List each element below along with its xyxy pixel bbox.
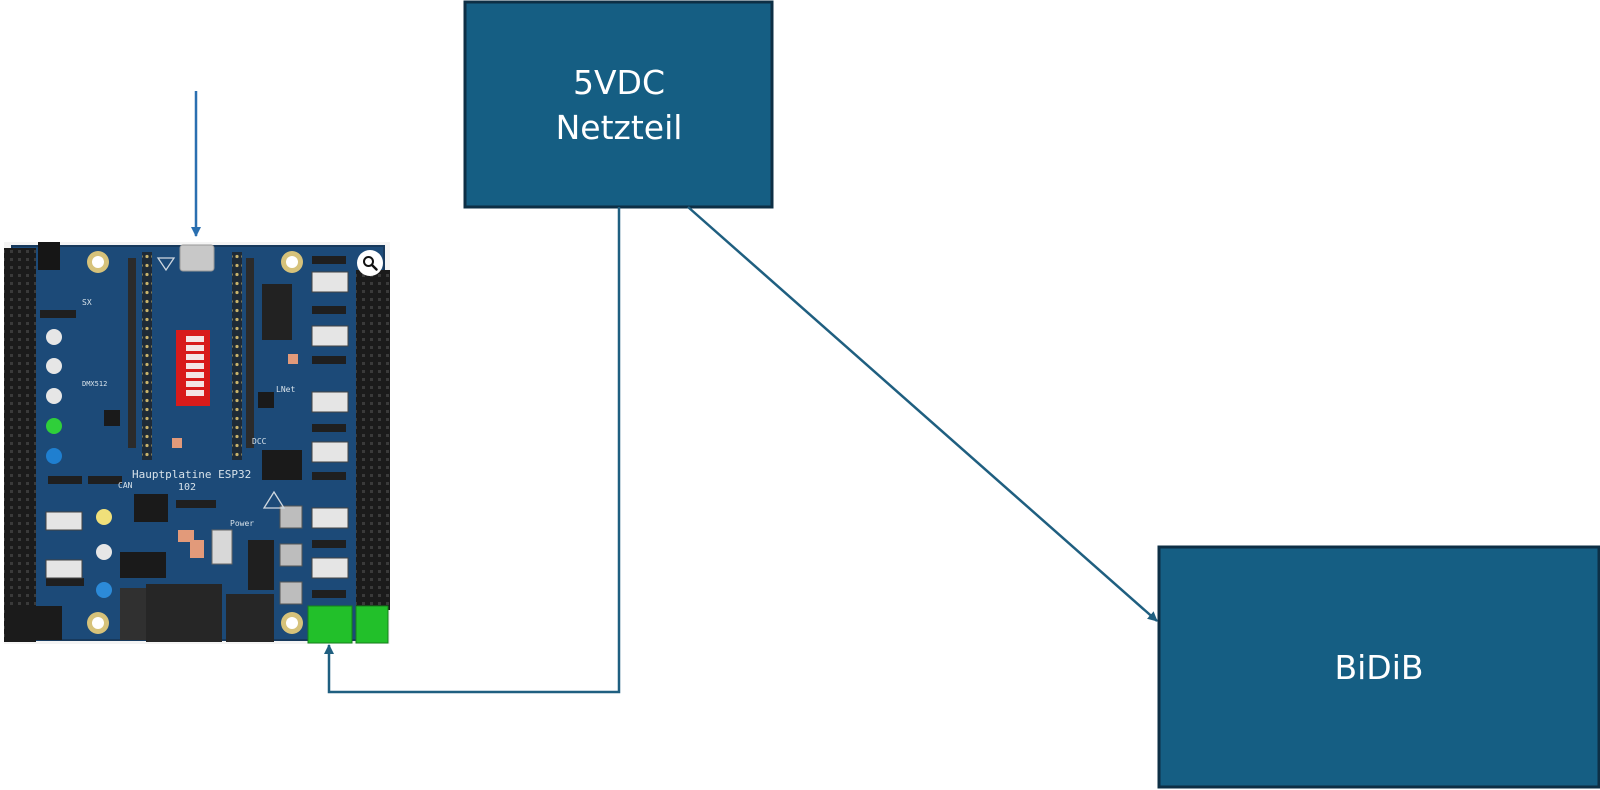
blue-led bbox=[46, 448, 62, 464]
label-can: CAN bbox=[118, 481, 133, 490]
label-dmx: DMX512 bbox=[82, 380, 107, 388]
board-title: Hauptplatine ESP32 bbox=[132, 468, 251, 481]
power-terminal-block bbox=[307, 605, 353, 644]
label-sx: SX bbox=[82, 298, 92, 307]
rj-jack-2 bbox=[226, 594, 274, 642]
magnifier-icon[interactable] bbox=[357, 250, 383, 276]
psu-to-board-connector bbox=[324, 207, 621, 694]
psu-to-bidib-connector bbox=[687, 206, 1158, 622]
usb-connector bbox=[179, 244, 215, 272]
rj-jack-1 bbox=[146, 584, 222, 642]
label-dcc: DCC bbox=[252, 437, 267, 446]
power-supply-box bbox=[463, 0, 774, 209]
right-header-strip bbox=[356, 270, 390, 610]
label-power: Power bbox=[230, 519, 254, 528]
label-lnet: LNet bbox=[276, 385, 295, 394]
left-header-strip bbox=[4, 248, 36, 642]
green-led bbox=[46, 418, 62, 434]
bidib-box bbox=[1157, 545, 1600, 789]
board-version: 102 bbox=[178, 482, 196, 493]
esp32-main-board: Hauptplatine ESP32 102 SX DMX512 LNet DC… bbox=[4, 242, 390, 644]
search-icon bbox=[363, 256, 378, 271]
terminal-block-2 bbox=[355, 605, 389, 644]
